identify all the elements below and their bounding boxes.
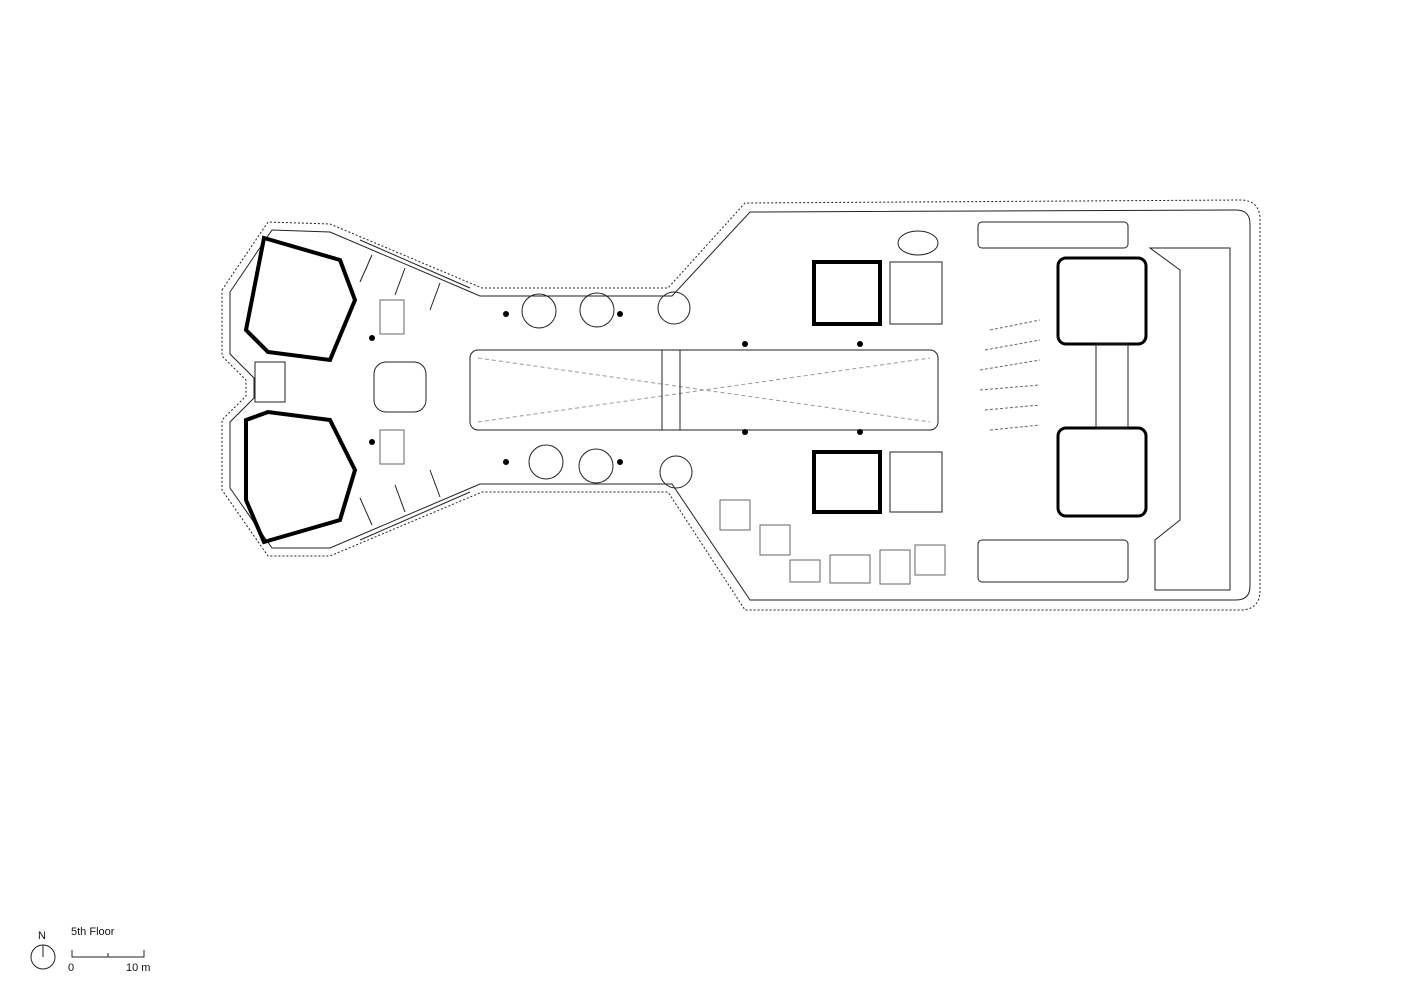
atrium-void	[469, 349, 939, 431]
office-rooms	[359, 239, 471, 311]
scale-bar	[71, 950, 145, 958]
meeting-pod	[528, 444, 564, 480]
link-room	[254, 361, 286, 403]
toilets	[889, 451, 943, 513]
office-rooms	[359, 469, 471, 541]
scale-start-label: 0	[68, 962, 75, 974]
core	[812, 450, 882, 514]
scale-end-label: 10 m	[126, 962, 151, 974]
outer-facade	[221, 199, 1261, 611]
columns	[369, 311, 863, 465]
core	[812, 260, 882, 326]
floor-title: 5th Floor	[71, 926, 115, 938]
terrace-planter	[977, 221, 1129, 249]
desk-clusters	[379, 299, 946, 585]
meeting-pod	[521, 293, 557, 329]
terrace-planter	[977, 539, 1129, 583]
seating	[979, 319, 1041, 431]
atrium-bridge-lines	[477, 357, 931, 423]
core	[1056, 426, 1148, 518]
core-link	[1095, 343, 1129, 429]
meeting-pod	[659, 455, 693, 489]
terrace-path	[1148, 247, 1231, 591]
meeting-pod	[657, 291, 691, 325]
atrium-bridge	[661, 349, 681, 431]
meeting-table	[897, 230, 939, 256]
toilets	[889, 261, 943, 325]
core	[243, 235, 358, 363]
meeting-pod	[579, 292, 615, 328]
north-label: N	[38, 930, 46, 942]
lounge	[373, 361, 427, 413]
inner-facade	[229, 209, 1251, 601]
core	[244, 409, 358, 545]
core	[1056, 256, 1148, 346]
meeting-pod	[578, 448, 614, 484]
